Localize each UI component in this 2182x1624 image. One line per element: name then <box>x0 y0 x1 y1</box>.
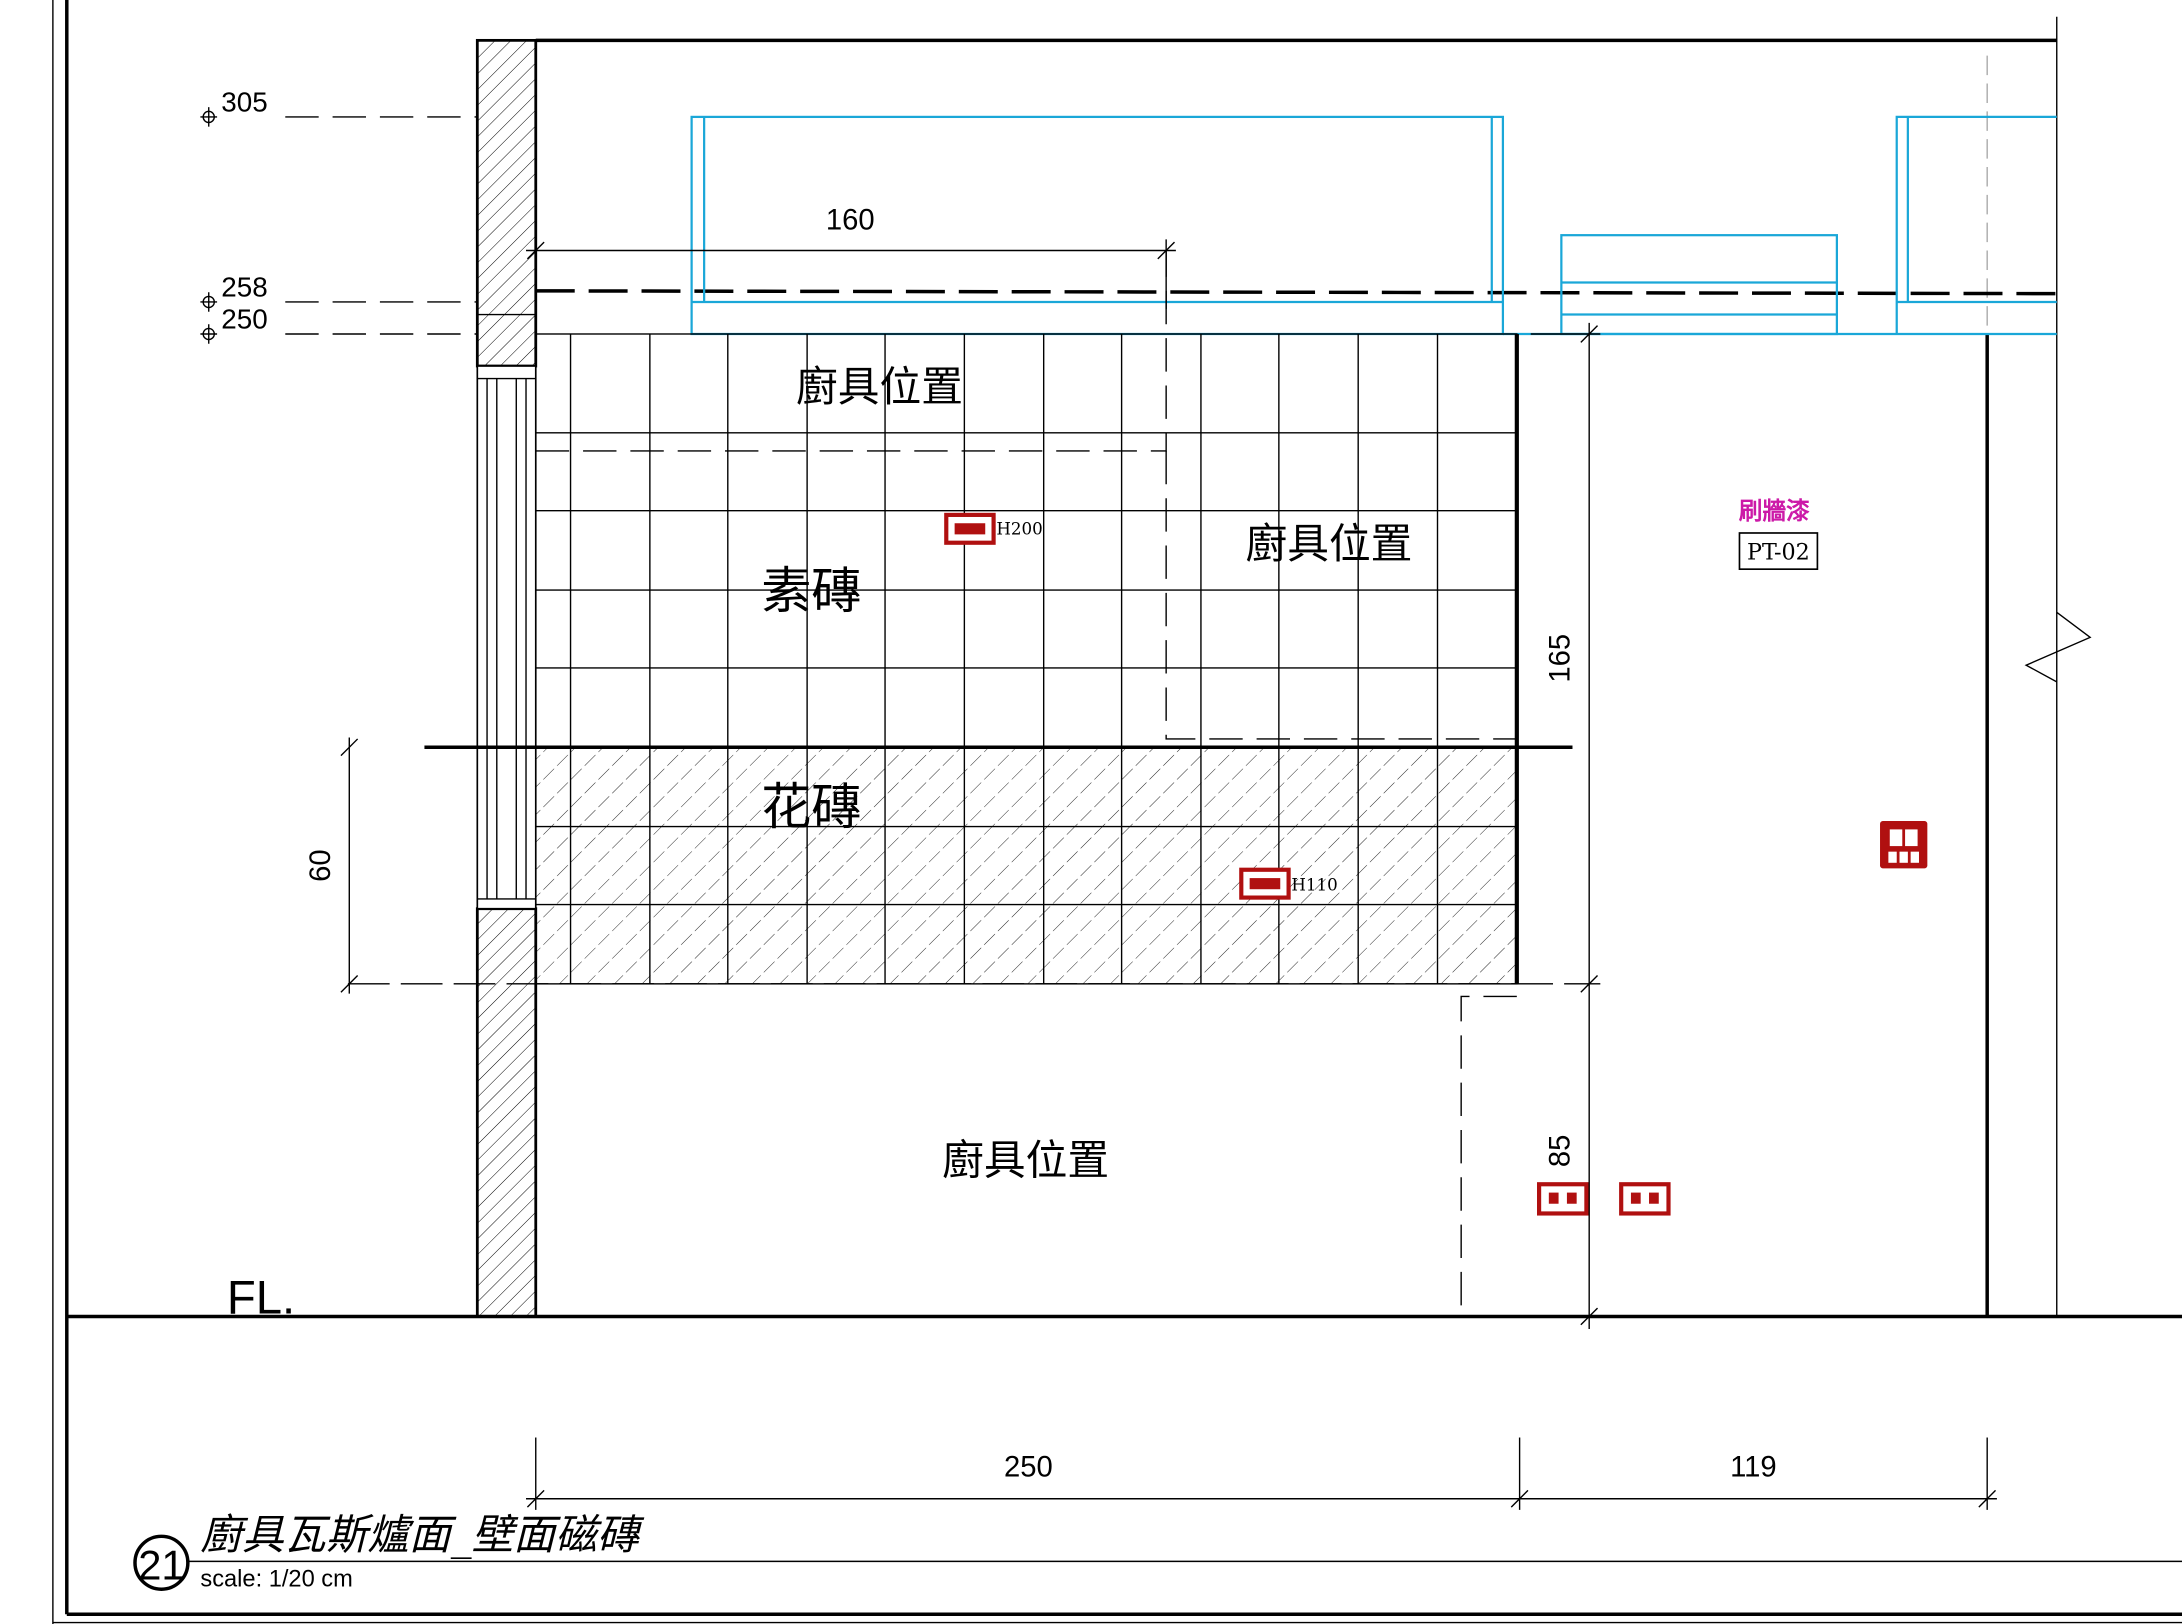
svg-text:H200: H200 <box>996 519 1042 538</box>
svg-text:258: 258 <box>221 271 267 302</box>
svg-text:305: 305 <box>221 86 267 117</box>
label-cabinet-mid-right: 廚具位置 <box>1245 519 1412 568</box>
tile-wall <box>347 250 1601 1317</box>
outlet-h200: H200 <box>944 512 1043 545</box>
drawing-number: 21 <box>138 1541 184 1588</box>
dimension-bottom: 250 119 <box>526 1437 1997 1510</box>
paint-code-tag: PT-02 <box>1738 532 1819 571</box>
svg-text:250: 250 <box>1004 1451 1053 1483</box>
svg-text:85: 85 <box>1545 1135 1577 1168</box>
tile-grid-rows <box>347 432 1601 985</box>
dimension-160: 160 <box>526 205 1176 309</box>
svg-text:PT-02: PT-02 <box>1747 539 1810 565</box>
svg-text:165: 165 <box>1545 634 1577 683</box>
svg-text:160: 160 <box>826 205 875 237</box>
level-258: 258 <box>200 271 478 312</box>
left-wall-column <box>475 38 538 1318</box>
outlet-h110: H110 <box>1239 867 1338 900</box>
drawing-title-block: 21 廚具瓦斯爐面_壁面磁磚 scale: 1/20 cm <box>133 1510 2182 1592</box>
outlet-counter-2 <box>1619 1182 1671 1216</box>
ceiling-and-walls <box>535 16 2092 1317</box>
dimension-165-85: 165 85 <box>1530 322 1601 1329</box>
outlet-counter-1 <box>1537 1182 1589 1216</box>
label-cabinet-top-left: 廚具位置 <box>796 362 963 411</box>
control-panel-icon <box>1880 821 1928 869</box>
level-305: 305 <box>200 86 478 127</box>
label-plain-tile: 素磚 <box>761 562 861 620</box>
svg-text:250: 250 <box>221 303 267 334</box>
label-paint: 刷牆漆 <box>1739 498 1810 525</box>
sheet-frame <box>52 0 2182 1624</box>
label-pattern-tile: 花磚 <box>761 778 861 836</box>
dimension-60: 60 <box>305 737 359 994</box>
svg-text:60: 60 <box>305 849 337 882</box>
upper-cabinets <box>690 115 2057 336</box>
svg-text:119: 119 <box>1730 1451 1777 1483</box>
svg-text:H110: H110 <box>1291 876 1337 895</box>
drawing-scale: scale: 1/20 cm <box>200 1566 352 1592</box>
floor-label: FL. <box>227 1272 295 1325</box>
level-250: 250 <box>200 303 478 344</box>
label-cabinet-bottom: 廚具位置 <box>942 1136 1109 1185</box>
tile-grid-columns <box>569 333 1439 984</box>
level-markers: 305 258 250 <box>200 86 478 344</box>
drawing-title: 廚具瓦斯爐面_壁面磁磚 <box>200 1510 644 1559</box>
